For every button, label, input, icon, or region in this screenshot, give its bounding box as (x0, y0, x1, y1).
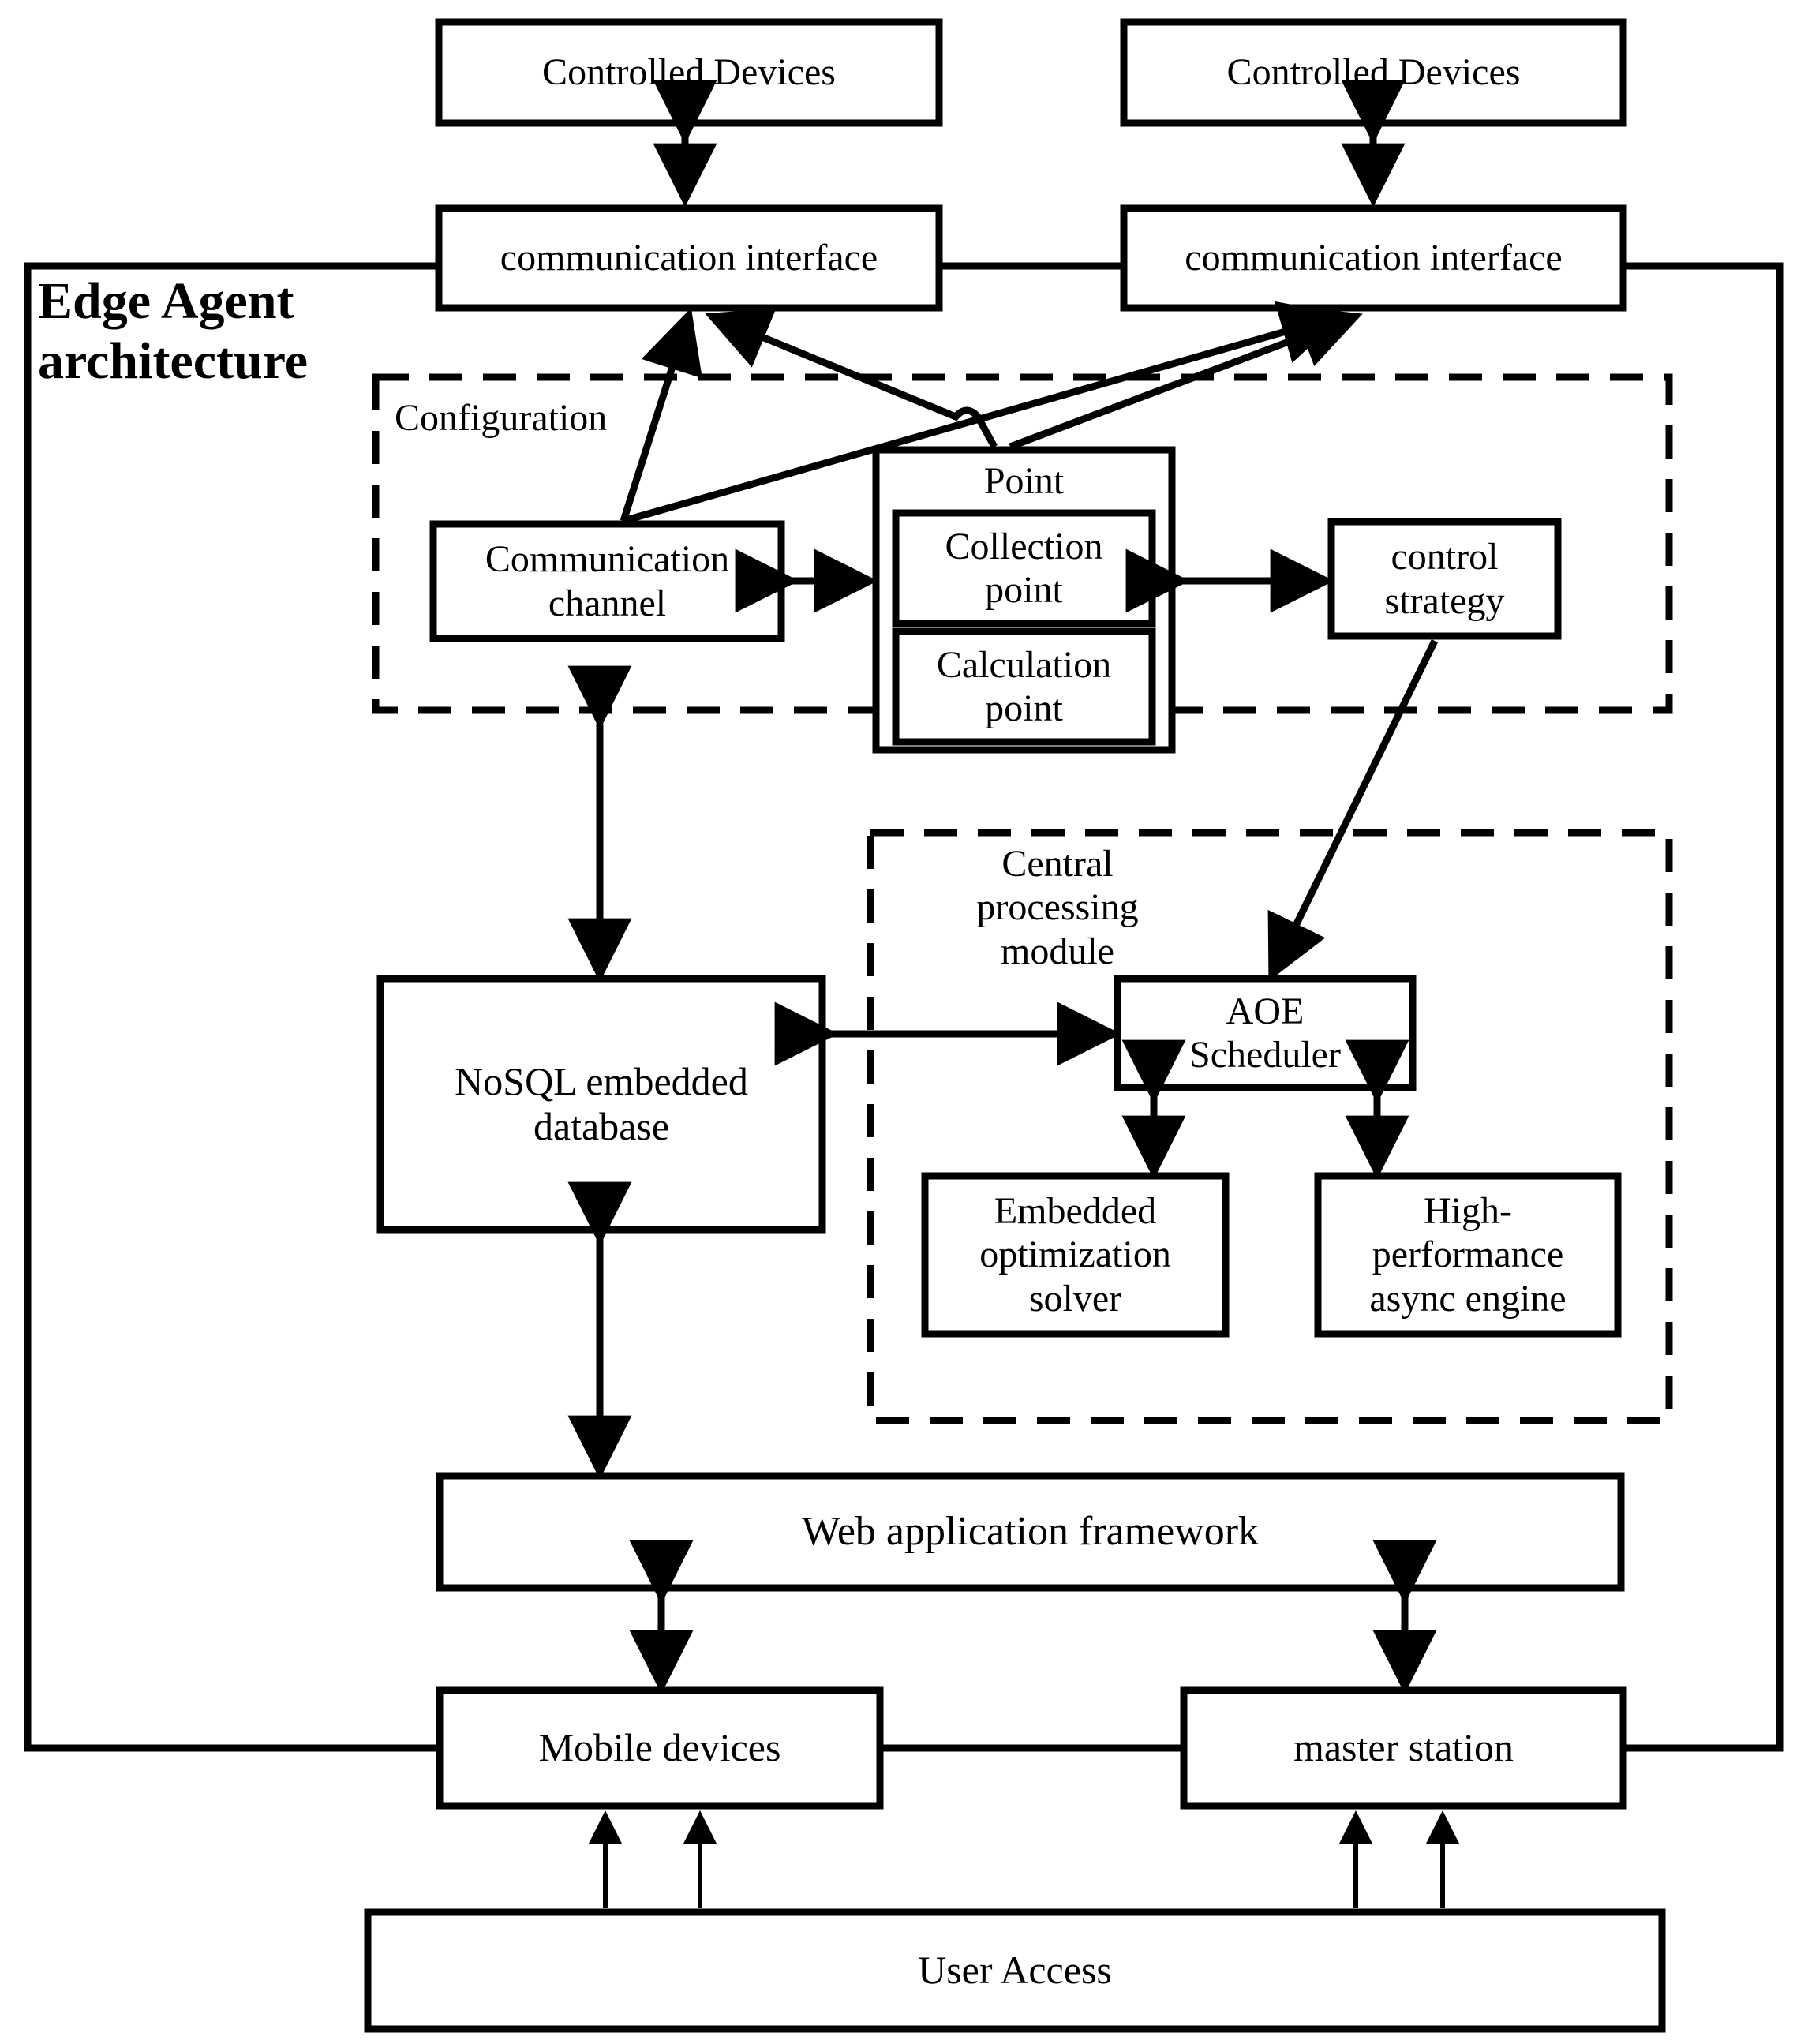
communication-interface-right-label: communication interface (1185, 237, 1563, 279)
high-performance-async-engine-label: High- performance async engine (1369, 1190, 1567, 1320)
page-title: Edge Agent architecture (38, 272, 309, 390)
user-access-box (364, 1908, 1666, 2033)
configuration-group-label: Configuration (395, 397, 608, 440)
calculation-point-label: Calculation point (936, 643, 1112, 729)
nosql-database-label: NoSQL embedded database (455, 1058, 748, 1149)
embedded-optimization-solver-box (921, 1172, 1230, 1338)
communication-channel-label: Communication channel (485, 538, 730, 624)
collection-point-box (892, 509, 1156, 627)
high-performance-async-engine-box (1314, 1172, 1622, 1338)
communication-interface-left-label: communication interface (500, 237, 878, 279)
calculation-point-box (892, 627, 1156, 746)
communication-channel-box (429, 520, 785, 642)
controlled-devices-right-label: Controlled Devices (1226, 51, 1521, 94)
master-station-label: master station (1293, 1725, 1514, 1770)
point-label: Point (983, 460, 1065, 503)
control-strategy-label: control strategy (1384, 536, 1505, 622)
arrow-control-strategy-to-aoe (1267, 639, 1439, 982)
arrow-point-to-interface-right (1009, 306, 1363, 451)
central-processing-module-border (867, 829, 1673, 1424)
arrow-channel-to-interface-left (620, 307, 702, 522)
edge-agent-outer-border (24, 262, 1784, 1752)
embedded-optimization-solver-label: Embedded optimization solver (979, 1190, 1171, 1320)
arrow-point-to-interface-left (705, 308, 998, 449)
communication-interface-left-box (435, 204, 943, 312)
aoe-scheduler-label: AOE Scheduler (1189, 990, 1341, 1076)
communication-interface-right-box (1120, 204, 1627, 312)
controlled-devices-left-label: Controlled Devices (542, 51, 836, 94)
web-application-framework-label: Web application framework (801, 1509, 1260, 1555)
master-station-box (1180, 1686, 1627, 1810)
mobile-devices-label: Mobile devices (538, 1725, 781, 1770)
central-processing-module-label: Central processing module (976, 843, 1139, 972)
collection-point-label: Collection point (945, 525, 1103, 611)
user-access-label: User Access (918, 1948, 1112, 1993)
